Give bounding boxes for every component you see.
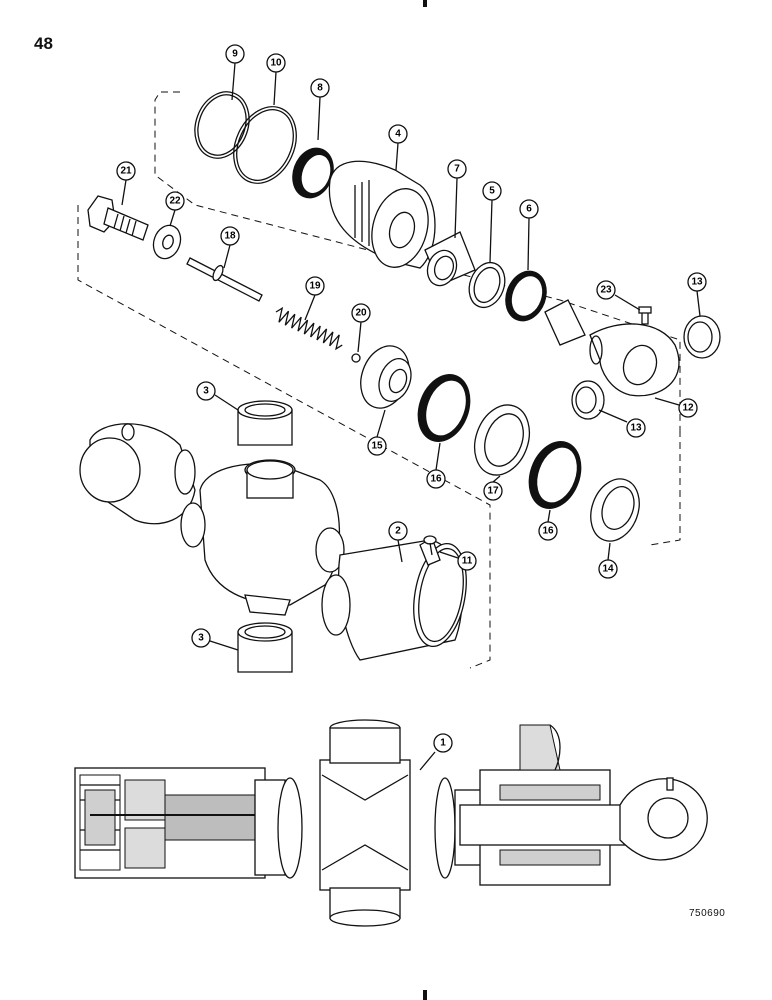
- callout-15: 15: [367, 436, 387, 456]
- callout-3-bottom: 3: [191, 628, 211, 648]
- part-trunnion: [180, 459, 345, 616]
- svg-text:1: 1: [440, 738, 446, 749]
- svg-text:7: 7: [454, 164, 460, 175]
- bottom-edge-mark: [423, 990, 427, 1000]
- callout-14: 14: [598, 559, 618, 579]
- part-ring-5: [468, 261, 506, 309]
- svg-text:13: 13: [630, 423, 642, 434]
- callout-11: 11: [457, 551, 477, 571]
- assembled-cylinder: [74, 719, 708, 927]
- top-edge-mark: [423, 0, 427, 7]
- callout-20: 20: [351, 303, 371, 323]
- callout-10: 10: [266, 53, 286, 73]
- callout-22: 22: [165, 191, 185, 211]
- svg-text:22: 22: [169, 196, 181, 207]
- callout-21: 21: [116, 161, 136, 181]
- svg-text:3: 3: [198, 633, 204, 644]
- part-tube-end: [79, 423, 196, 525]
- part-washer-22: [152, 224, 182, 260]
- callout-1: 1: [433, 733, 453, 753]
- part-wear-ring-17: [473, 404, 531, 476]
- part-ring-10: [233, 106, 297, 184]
- svg-text:18: 18: [224, 231, 236, 242]
- drawing-code: 750690: [689, 908, 726, 919]
- part-bushing-13-top: [683, 315, 721, 359]
- svg-text:5: 5: [489, 186, 495, 197]
- part-nut-14: [590, 478, 640, 542]
- part-rod-eye-12: [589, 323, 680, 397]
- part-bolt-21: [87, 195, 149, 241]
- svg-text:20: 20: [355, 308, 367, 319]
- part-spring-19: [275, 306, 343, 351]
- part-seal-16-first: [417, 374, 471, 442]
- part-bushing-3-top: [237, 400, 293, 446]
- callout-16-second: 16: [538, 521, 558, 541]
- svg-text:14: 14: [602, 564, 614, 575]
- svg-text:23: 23: [600, 285, 612, 296]
- svg-text:3: 3: [203, 386, 209, 397]
- dashed-outline-rod-group: [77, 205, 491, 669]
- svg-text:4: 4: [395, 129, 401, 140]
- callout-13-top: 13: [687, 272, 707, 292]
- svg-text:16: 16: [542, 526, 554, 537]
- part-rod-sleeve: [544, 299, 586, 346]
- part-bushing-7: [424, 231, 476, 287]
- part-screw-11: [423, 535, 437, 556]
- callout-19: 19: [305, 276, 325, 296]
- callout-16-first: 16: [426, 469, 446, 489]
- callout-12: 12: [678, 398, 698, 418]
- part-bushing-13-lower: [571, 380, 605, 420]
- part-seal-16-second: [528, 441, 582, 509]
- callout-17: 17: [483, 481, 503, 501]
- callout-7: 7: [447, 159, 467, 179]
- part-gland-4: [328, 160, 436, 269]
- svg-text:21: 21: [120, 166, 132, 177]
- dashed-outline-seal-group: [649, 430, 681, 546]
- part-seal-8: [292, 147, 334, 199]
- page-number: 48: [34, 34, 53, 53]
- callout-13-lower: 13: [626, 418, 646, 438]
- callout-18: 18: [220, 226, 240, 246]
- callout-6: 6: [519, 199, 539, 219]
- svg-text:6: 6: [526, 204, 532, 215]
- svg-text:16: 16: [430, 474, 442, 485]
- callout-2: 2: [388, 521, 408, 541]
- leader-lines: [121, 62, 701, 771]
- svg-text:2: 2: [395, 526, 401, 537]
- svg-text:10: 10: [270, 58, 282, 69]
- callout-3-top: 3: [196, 381, 216, 401]
- svg-text:17: 17: [487, 486, 499, 497]
- svg-text:15: 15: [371, 441, 383, 452]
- callout-4: 4: [388, 124, 408, 144]
- callout-23: 23: [596, 280, 616, 300]
- part-ball-20: [351, 353, 361, 363]
- part-cylinder-tube-2: [321, 537, 467, 661]
- part-seal-6: [505, 270, 547, 322]
- part-piston-15: [360, 345, 412, 409]
- svg-text:19: 19: [309, 281, 321, 292]
- part-grease-fitting-23: [638, 306, 652, 325]
- callout-9: 9: [225, 44, 245, 64]
- callout-8: 8: [310, 78, 330, 98]
- svg-text:8: 8: [317, 83, 323, 94]
- svg-text:12: 12: [682, 403, 694, 414]
- callout-5: 5: [482, 181, 502, 201]
- part-pin-18: [186, 257, 263, 302]
- part-bushing-3-bottom: [237, 622, 293, 673]
- svg-text:13: 13: [691, 277, 703, 288]
- svg-text:9: 9: [232, 49, 238, 60]
- svg-text:11: 11: [462, 556, 473, 567]
